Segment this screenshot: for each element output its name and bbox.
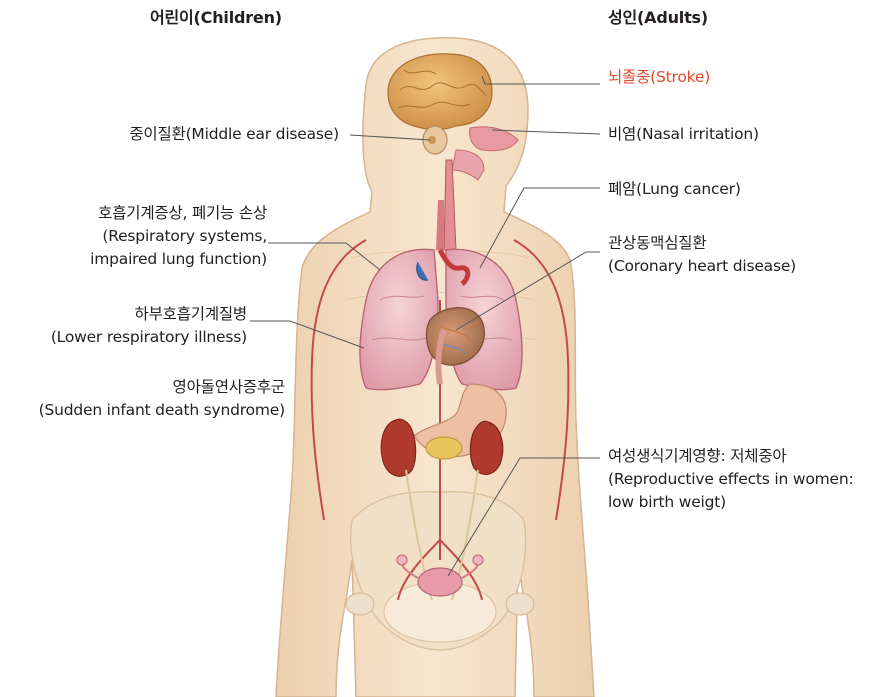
label-line: 영아돌연사증후군 xyxy=(39,376,285,399)
label-line: 폐암(Lung cancer) xyxy=(608,178,741,201)
label-line: 중이질환(Middle ear disease) xyxy=(129,123,339,146)
label-coronary-heart-disease: 관상동맥심질환 (Coronary heart disease) xyxy=(608,232,796,278)
label-line: (Sudden infant death syndrome) xyxy=(39,399,285,422)
label-line: 하부호흡기계질병 xyxy=(51,303,247,326)
label-line: 비염(Nasal irritation) xyxy=(608,123,759,146)
label-line: 관상동맥심질환 xyxy=(608,232,796,255)
label-lower-respiratory-illness: 하부호흡기계질병 (Lower respiratory illness) xyxy=(51,303,247,349)
label-line: (Respiratory systems, xyxy=(90,225,267,248)
label-line: 호흡기계증상, 폐기능 손상 xyxy=(90,202,267,225)
label-stroke: 뇌졸중(Stroke) xyxy=(608,66,710,89)
label-reproductive-effects: 여성생식기계영향: 저체중아 (Reproductive effects in … xyxy=(608,445,854,514)
label-line: 여성생식기계영향: 저체중아 xyxy=(608,445,854,468)
label-middle-ear-disease: 중이질환(Middle ear disease) xyxy=(129,123,339,146)
label-respiratory-symptoms: 호흡기계증상, 폐기능 손상 (Respiratory systems, imp… xyxy=(90,202,267,271)
label-line: (Reproductive effects in women: xyxy=(608,468,854,491)
label-line: (Lower respiratory illness) xyxy=(51,326,247,349)
label-line: low birth weigt) xyxy=(608,491,854,514)
label-sids: 영아돌연사증후군 (Sudden infant death syndrome) xyxy=(39,376,285,422)
label-line: impaired lung function) xyxy=(90,248,267,271)
brain xyxy=(388,54,492,130)
header-children: 어린이(Children) xyxy=(150,6,282,29)
label-line: 뇌졸중(Stroke) xyxy=(608,66,710,89)
header-adults: 성인(Adults) xyxy=(608,6,708,29)
label-lung-cancer: 폐암(Lung cancer) xyxy=(608,178,741,201)
label-nasal-irritation: 비염(Nasal irritation) xyxy=(608,123,759,146)
label-line: (Coronary heart disease) xyxy=(608,255,796,278)
